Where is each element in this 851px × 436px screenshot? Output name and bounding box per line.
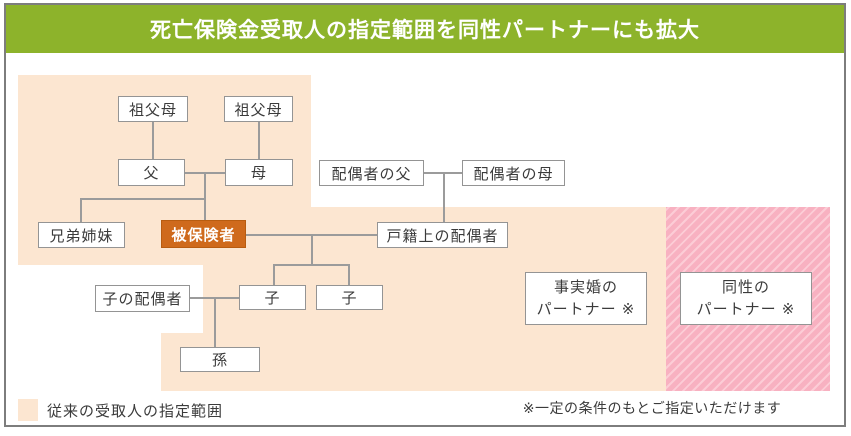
node-siblings: 兄弟姉妹 (38, 222, 125, 248)
traditional-range-area-bottom (203, 265, 311, 391)
connector-line (152, 122, 154, 159)
node-legal-spouse: 戸籍上の配偶者 (377, 222, 508, 248)
node-child-2: 子 (316, 285, 383, 310)
node-grandparents-paternal: 祖父母 (118, 96, 188, 122)
node-child-spouse: 子の配偶者 (95, 285, 190, 312)
node-mother: 母 (225, 159, 293, 186)
connector-line (80, 198, 206, 200)
connector-line (273, 264, 349, 266)
node-samesex-partner: 同性の パートナー ※ (680, 272, 812, 325)
node-father: 父 (118, 159, 185, 186)
page-title: 死亡保険金受取人の指定範囲を同性パートナーにも拡大 (150, 19, 700, 42)
connector-line (443, 172, 445, 222)
connector-line (273, 264, 275, 285)
node-grandchild: 孫 (180, 347, 260, 372)
legend: 従来の受取人の指定範囲 (18, 399, 223, 421)
connector-line (204, 172, 206, 220)
connector-line (348, 264, 350, 285)
samesex-partner-line1: 同性の (721, 278, 770, 296)
title-bar: 死亡保険金受取人の指定範囲を同性パートナーにも拡大 (6, 5, 844, 53)
samesex-partner-line2: パートナー ※ (696, 300, 796, 318)
connector-line (214, 297, 216, 347)
connector-line (80, 198, 82, 222)
node-defacto-partner: 事実婚の パートナー ※ (525, 272, 647, 325)
node-spouse-father: 配偶者の父 (319, 160, 424, 186)
node-grandparents-maternal: 祖父母 (224, 96, 293, 122)
legend-peach-swatch (18, 399, 38, 421)
connector-line (258, 122, 260, 159)
node-spouse-mother: 配偶者の母 (462, 160, 565, 186)
connector-line (311, 234, 313, 265)
defacto-partner-line1: 事実婚の (553, 278, 618, 296)
node-insured-person: 被保険者 (161, 220, 246, 248)
footnote: ※一定の条件のもとご指定いただけます (522, 400, 782, 416)
defacto-partner-line2: パートナー ※ (536, 300, 636, 318)
legend-label: 従来の受取人の指定範囲 (47, 402, 224, 420)
node-child-1: 子 (239, 285, 306, 310)
